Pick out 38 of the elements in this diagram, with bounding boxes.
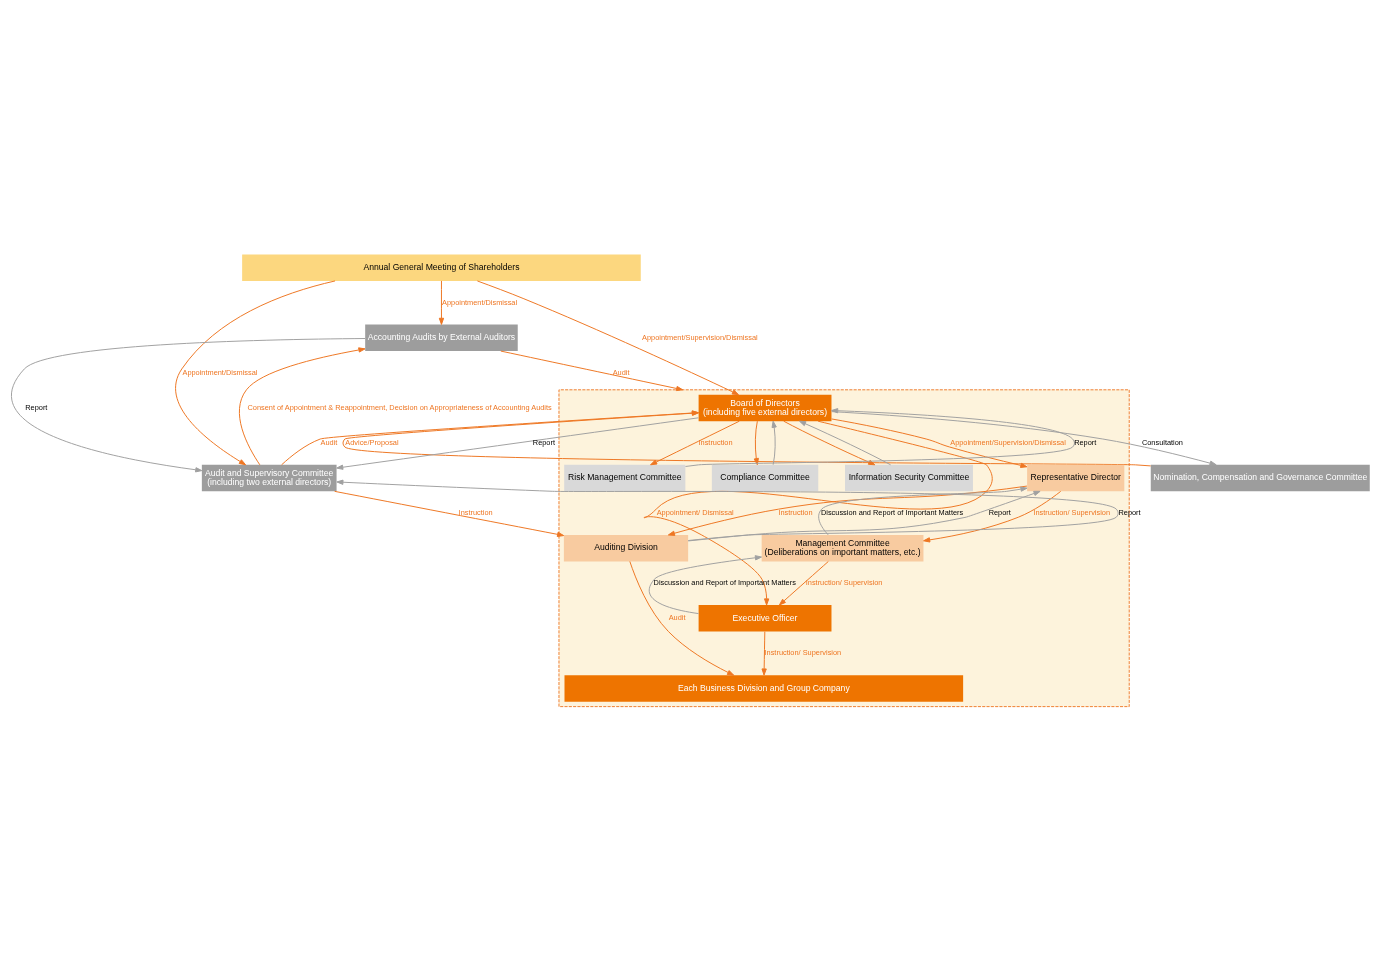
node-box: Nomination, Compensation and Governance Committee — [1150, 464, 1370, 492]
arrow — [778, 560, 829, 606]
arrow — [239, 347, 366, 466]
arrow — [667, 485, 1028, 536]
arrow — [650, 420, 740, 466]
node-box: Board of Directors (including five external directors) — [698, 394, 832, 422]
node-box: Representative Director — [1027, 464, 1125, 492]
arrow — [438, 280, 445, 325]
arrow — [648, 555, 762, 615]
node-box: Compliance Committee — [711, 464, 819, 492]
arrow — [923, 490, 1062, 543]
arrow — [175, 280, 336, 466]
node-box: Management Committee (Deliberations on important matters, etc.) — [761, 535, 924, 562]
arrow — [643, 420, 993, 606]
arrow — [761, 631, 767, 676]
arrow — [783, 420, 876, 466]
arrow — [476, 280, 740, 396]
arrow — [10, 338, 366, 473]
node-box: Accounting Audits by External Auditors — [365, 324, 518, 352]
arrow — [831, 411, 1217, 466]
node-box: Executive Officer — [698, 605, 832, 632]
node-box: Risk Management Committee — [564, 464, 686, 492]
node-box: Audit and Supervisory Committee (including two external directors) — [201, 464, 337, 492]
node-box: Information Security Committee — [845, 464, 973, 492]
node-box: Auditing Division — [563, 535, 689, 562]
arrow — [818, 486, 1028, 536]
node-box: Each Business Division and Group Company — [564, 675, 964, 702]
arrow — [629, 560, 735, 676]
arrow — [500, 350, 684, 392]
node-box: Annual General Meeting of Shareholders — [242, 254, 641, 281]
arrow — [336, 479, 1119, 541]
arrow — [799, 420, 892, 466]
arrow — [336, 417, 699, 470]
arrow — [753, 420, 759, 466]
arrow — [831, 418, 1028, 468]
arrow — [687, 490, 1041, 542]
arrow — [771, 420, 777, 466]
arrow — [334, 490, 565, 537]
